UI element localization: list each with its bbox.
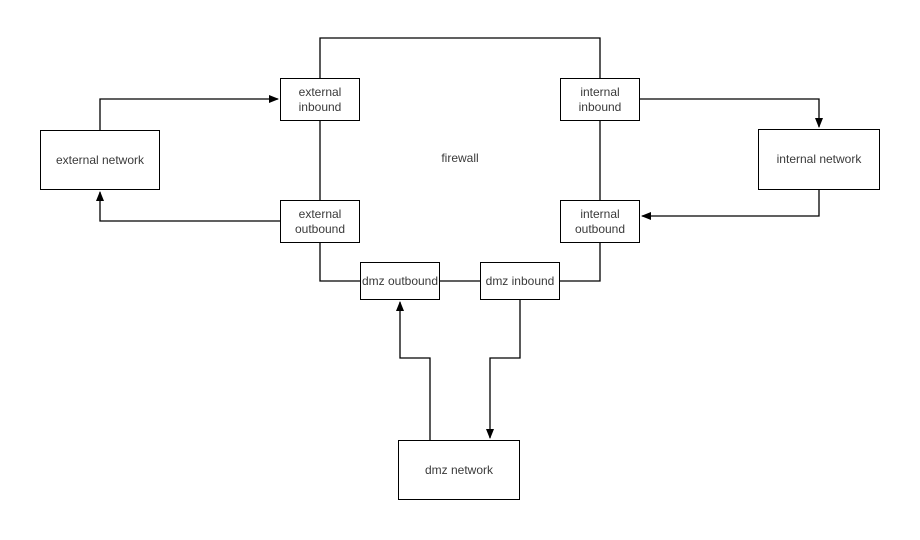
connector-external-outbound-to-external-network [96,191,280,222]
node-internal-outbound[interactable]: internal outbound [560,200,640,243]
connector-internal-outbound-to-dmz-inbound [560,243,601,282]
node-dmz-inbound[interactable]: dmz inbound [480,262,560,300]
node-dmz-outbound[interactable]: dmz outbound [360,262,440,300]
connector-external-outbound-to-dmz-outbound [319,243,360,282]
node-external-inbound[interactable]: external inbound [280,78,360,121]
node-external-outbound[interactable]: external outbound [280,200,360,243]
firewall-zone-label: firewall [441,151,479,165]
connector-internal-inbound-to-internal-network [640,98,823,128]
connector-dmz-inbound-to-dmz-network [486,300,521,439]
connector-dmz-network-to-dmz-outbound [396,301,431,440]
connector-internal-network-to-internal-outbound [641,190,820,220]
node-external-network[interactable]: external network [40,130,160,190]
node-internal-inbound[interactable]: internal inbound [560,78,640,121]
connector-external-network-to-external-inbound [99,95,279,130]
connector-external-inbound-top-rail [319,37,601,78]
node-dmz-network[interactable]: dmz network [398,440,520,500]
node-internal-network[interactable]: internal network [758,129,880,190]
